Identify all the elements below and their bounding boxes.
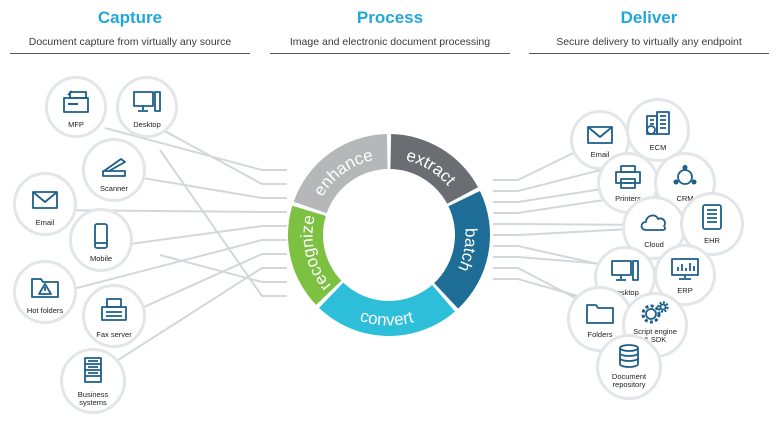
- ring-segment-enhance: [293, 134, 388, 214]
- node-label: Mobile: [89, 254, 113, 263]
- source-node-mobile: Mobile: [69, 208, 133, 272]
- node-label: Printers: [615, 194, 641, 203]
- node-label: ECM: [649, 143, 667, 152]
- connector-line: [493, 223, 651, 226]
- capture-subtitle: Document capture from virtually any sour…: [10, 36, 250, 54]
- node-label: Scanner: [100, 184, 128, 193]
- node-label: Document repository: [611, 372, 647, 389]
- capture-header: Capture Document capture from virtually …: [10, 8, 250, 54]
- process-subtitle: Image and electronic document processing: [270, 36, 510, 54]
- node-label: ERP: [677, 286, 693, 295]
- connector-line: [159, 149, 287, 297]
- ring-segment-convert: [319, 282, 455, 336]
- node-label: Hot folders: [26, 306, 64, 315]
- node-label: Email: [590, 150, 610, 159]
- source-node-fax-server: Fax server: [82, 284, 146, 348]
- source-node-scanner: Scanner: [82, 138, 146, 202]
- deliver-header: Deliver Secure delivery to virtually any…: [529, 8, 769, 54]
- connector-line: [49, 209, 287, 213]
- node-label: EHR: [704, 236, 720, 245]
- deliver-subtitle: Secure delivery to virtually any endpoin…: [529, 36, 769, 54]
- node-label: Business systems: [77, 390, 109, 407]
- connector-line: [89, 267, 287, 379]
- destination-node-ecm: ECM: [626, 98, 690, 162]
- source-node-desktop: Desktop: [116, 76, 178, 138]
- connector-line: [104, 127, 287, 171]
- node-label: Script engine & SDK: [633, 327, 677, 344]
- connector-line: [493, 184, 629, 203]
- node-label: Email: [35, 218, 55, 227]
- destination-node-printers: Printers: [597, 152, 659, 214]
- source-node-business-systems: Business systems: [60, 348, 126, 414]
- node-label: Cloud: [644, 240, 664, 249]
- process-header: Process Image and electronic document pr…: [270, 8, 510, 54]
- source-node-hot-folders: Hot folders: [13, 260, 77, 324]
- connector-line: [99, 225, 287, 249]
- ring-segment-batch: [434, 191, 491, 309]
- connector-line: [114, 253, 287, 321]
- connector-line: [49, 239, 287, 296]
- connector-line: [147, 121, 287, 185]
- node-label: Fax server: [96, 330, 132, 339]
- source-node-mfp: MFP: [45, 76, 107, 138]
- deliver-title: Deliver: [620, 8, 678, 27]
- node-label: Desktop: [133, 120, 161, 129]
- node-label: Folders: [587, 330, 613, 339]
- connector-lines: [49, 121, 706, 379]
- ring-segment-recognize: [288, 205, 342, 305]
- connector-line: [124, 174, 287, 199]
- destination-node-document-repository: Document repository: [596, 334, 662, 400]
- node-label: CRM: [676, 194, 694, 203]
- process-title: Process: [356, 8, 424, 27]
- ring-label-convert: convert: [358, 306, 416, 329]
- node-label: Desktop: [611, 288, 639, 297]
- node-label: MFP: [68, 120, 84, 129]
- capture-title: Capture: [97, 8, 163, 27]
- ring-segment-extract: [390, 134, 479, 204]
- connector-line: [159, 254, 287, 283]
- source-node-email: Email: [13, 172, 77, 236]
